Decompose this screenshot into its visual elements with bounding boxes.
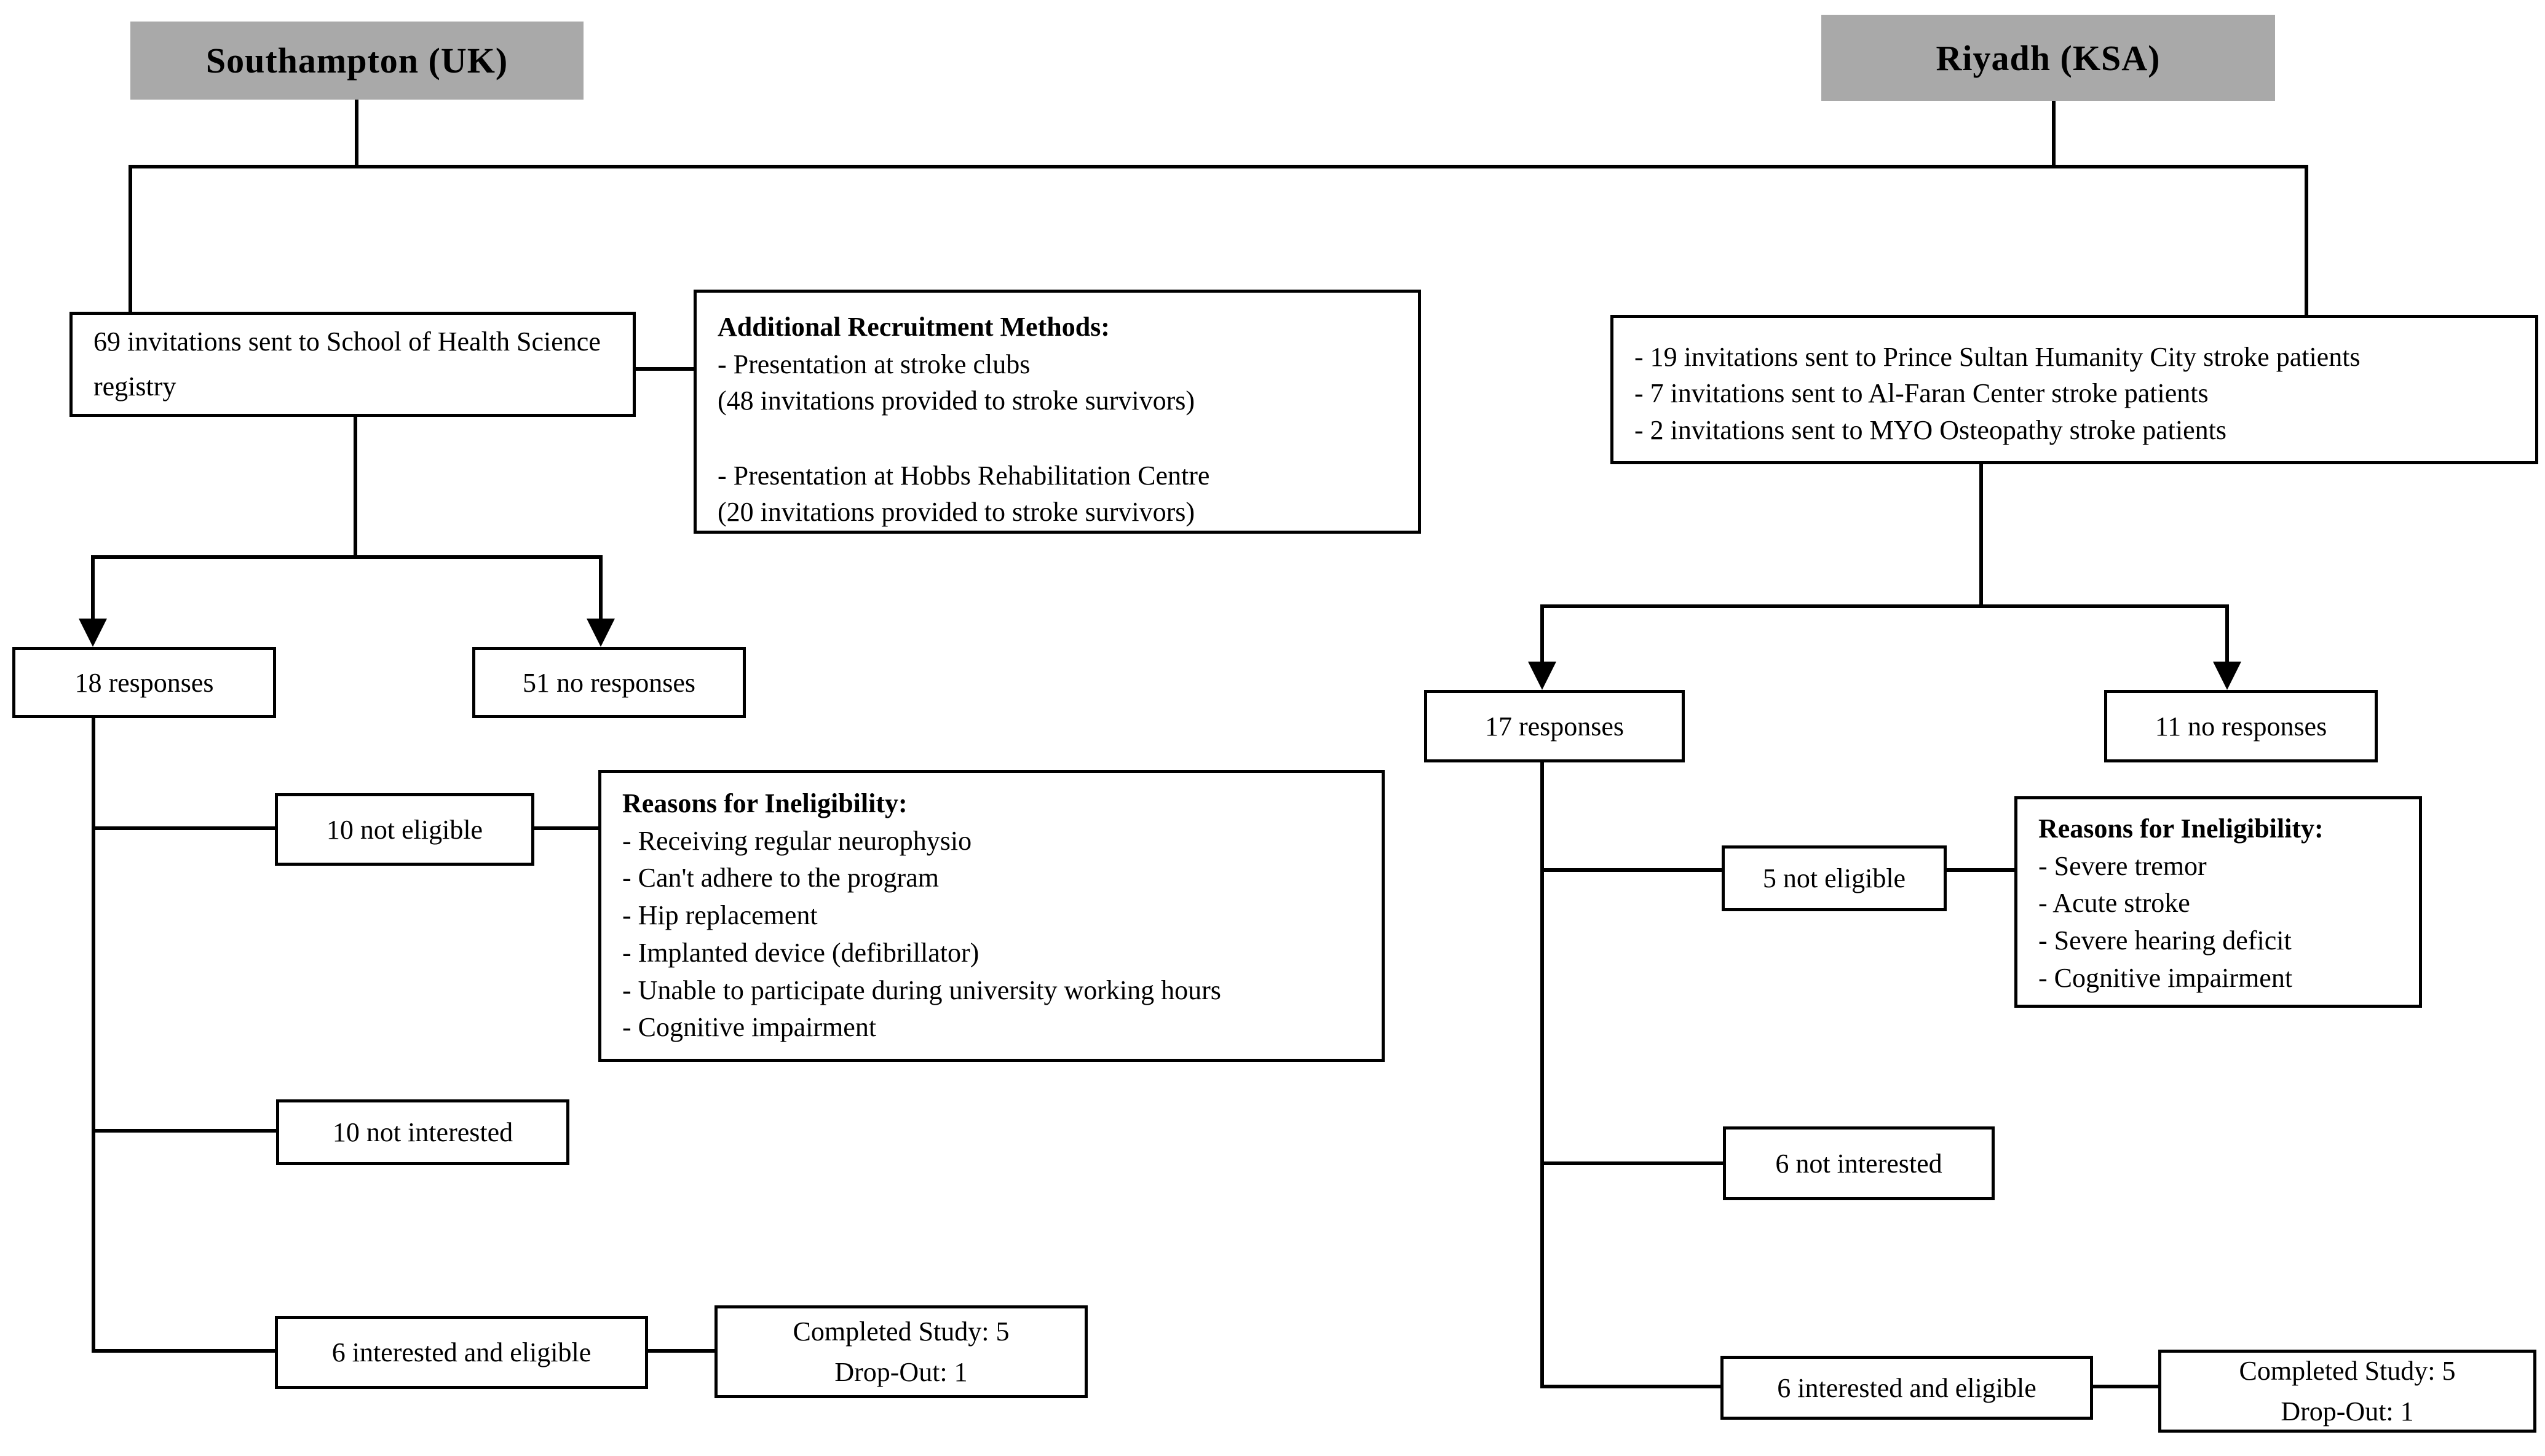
ineligibility-reason: - Implanted device (defibrillator) bbox=[622, 937, 980, 968]
connector-line bbox=[636, 367, 694, 371]
riyadh-outcome-box: Completed Study: 5 Drop-Out: 1 bbox=[2158, 1350, 2536, 1433]
connector-line bbox=[1540, 868, 1722, 872]
southampton-interested-box: 6 interested and eligible bbox=[275, 1316, 648, 1389]
connector-line bbox=[1947, 868, 2014, 872]
southampton-registry-box: 69 invitations sent to School of Health … bbox=[69, 312, 636, 417]
ineligibility-reason: - Receiving regular neurophysio bbox=[622, 825, 972, 856]
connector-line bbox=[1979, 464, 1983, 608]
dropout-line: Drop-Out: 1 bbox=[2281, 1396, 2414, 1426]
ineligibility-title: Reasons for Ineligibility: bbox=[622, 788, 908, 818]
southampton-header: Southampton (UK) bbox=[130, 22, 584, 100]
connector-line bbox=[1540, 1385, 1720, 1388]
southampton-not-eligible-box: 10 not eligible bbox=[275, 793, 534, 866]
riyadh-ineligibility-box: Reasons for Ineligibility: - Severe trem… bbox=[2014, 796, 2422, 1008]
ineligibility-reason: - Severe tremor bbox=[2038, 850, 2207, 881]
connector-line bbox=[91, 555, 603, 559]
connector-line bbox=[1540, 762, 1544, 1388]
southampton-no-responses-box: 51 no responses bbox=[472, 647, 746, 718]
ineligibility-reason: - Can't adhere to the program bbox=[622, 863, 939, 893]
additional-methods-title: Additional Recruitment Methods: bbox=[718, 312, 1110, 342]
ineligibility-reason: - Cognitive impairment bbox=[622, 1012, 877, 1043]
riyadh-invitations-box: - 19 invitations sent to Prince Sultan H… bbox=[1610, 315, 2538, 464]
southampton-responses-box: 18 responses bbox=[12, 647, 276, 718]
ineligibility-reason: - Acute stroke bbox=[2038, 888, 2190, 919]
arrow-down-icon bbox=[79, 619, 107, 647]
additional-method-line: (20 invitations provided to stroke survi… bbox=[718, 496, 1195, 527]
connector-line bbox=[534, 826, 598, 830]
connector-line bbox=[2052, 101, 2056, 167]
dropout-line: Drop-Out: 1 bbox=[834, 1356, 968, 1387]
ineligibility-reason: - Severe hearing deficit bbox=[2038, 925, 2292, 956]
connector-line bbox=[1540, 1161, 1723, 1165]
ineligibility-reason: - Hip replacement bbox=[622, 900, 818, 931]
connector-line bbox=[1540, 604, 2229, 608]
invitation-line: - 19 invitations sent to Prince Sultan H… bbox=[1634, 342, 2361, 372]
connector-line bbox=[91, 555, 95, 622]
connector-line bbox=[2305, 165, 2308, 317]
riyadh-not-eligible-box: 5 not eligible bbox=[1722, 845, 1947, 911]
arrow-down-icon bbox=[2213, 662, 2241, 690]
spacer bbox=[718, 419, 1406, 457]
connector-line bbox=[129, 165, 132, 314]
connector-line bbox=[354, 417, 357, 559]
connector-line bbox=[92, 718, 95, 1352]
connector-line bbox=[355, 100, 358, 167]
completed-study-line: Completed Study: 5 bbox=[2239, 1355, 2456, 1386]
connector-line bbox=[1540, 604, 1544, 665]
ineligibility-reason: - Unable to participate during universit… bbox=[622, 975, 1221, 1005]
invitation-line: - 7 invitations sent to Al-Faran Center … bbox=[1634, 378, 2209, 409]
additional-method-line: - Presentation at Hobbs Rehabilitation C… bbox=[718, 460, 1210, 491]
ineligibility-title: Reasons for Ineligibility: bbox=[2038, 813, 2324, 844]
southampton-additional-methods-box: Additional Recruitment Methods: - Presen… bbox=[694, 290, 1421, 534]
connector-line bbox=[92, 1349, 275, 1353]
connector-line bbox=[92, 826, 275, 830]
invitation-line: - 2 invitations sent to MYO Osteopathy s… bbox=[1634, 414, 2226, 445]
connector-line bbox=[2093, 1385, 2158, 1388]
connector-line bbox=[599, 555, 603, 622]
ineligibility-reason: - Cognitive impairment bbox=[2038, 962, 2293, 993]
riyadh-not-interested-box: 6 not interested bbox=[1723, 1126, 1995, 1200]
additional-method-line: - Presentation at stroke clubs bbox=[718, 349, 1031, 379]
southampton-ineligibility-box: Reasons for Ineligibility: - Receiving r… bbox=[598, 770, 1385, 1062]
southampton-outcome-box: Completed Study: 5 Drop-Out: 1 bbox=[714, 1305, 1088, 1398]
completed-study-line: Completed Study: 5 bbox=[793, 1316, 1010, 1347]
riyadh-interested-box: 6 interested and eligible bbox=[1720, 1356, 2093, 1420]
connector-line bbox=[648, 1349, 714, 1353]
southampton-not-interested-box: 10 not interested bbox=[276, 1099, 569, 1165]
riyadh-header: Riyadh (KSA) bbox=[1821, 15, 2275, 101]
arrow-down-icon bbox=[587, 619, 615, 647]
riyadh-responses-box: 17 responses bbox=[1424, 690, 1685, 762]
connector-line bbox=[2225, 604, 2229, 665]
connector-line bbox=[92, 1129, 276, 1133]
additional-method-line: (48 invitations provided to stroke survi… bbox=[718, 386, 1195, 416]
riyadh-no-responses-box: 11 no responses bbox=[2104, 690, 2378, 762]
connector-line bbox=[129, 165, 2308, 168]
arrow-down-icon bbox=[1528, 662, 1556, 690]
